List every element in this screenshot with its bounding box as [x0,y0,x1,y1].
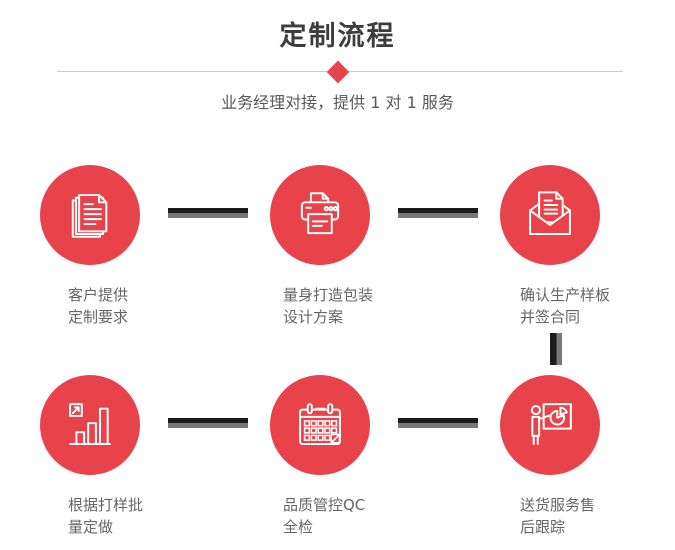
step-label-line: 送货服务售 [520,496,596,514]
step-circle-6 [500,375,600,475]
step-label-3: 确认生产样板 并签合同 [520,284,610,328]
documents-stack-icon [71,194,108,238]
diamond-icon [326,60,350,84]
step-label-5: 品质管控QC 全检 [283,494,365,538]
step-label-line: 根据打样批 [68,496,144,514]
step-label-line: 量身打造包装 [283,286,374,304]
step-label-2: 量身打造包装 设计方案 [283,284,373,328]
presentation-pie-icon [530,403,572,446]
connector-horizontal-step1-step2 [168,208,248,218]
step-label-line: 量定做 [68,518,114,536]
step-label-line: 并签合同 [520,308,581,326]
step-label-line: 品质管控QC [283,496,366,514]
bar-chart-growth-icon [69,403,111,446]
step-circle-1 [40,165,140,265]
connector-vertical-step3-step6 [550,333,562,365]
step-circle-5 [270,375,370,475]
envelope-letter-icon [529,191,571,236]
connector-horizontal-step2-step3 [398,208,478,218]
step-circle-3 [500,165,600,265]
step-label-1: 客户提供 定制要求 [68,284,128,328]
step-label-line: 后跟踪 [520,518,566,536]
calendar-icon [299,403,341,446]
connector-horizontal-step4-step5 [168,418,248,428]
step-label-line: 客户提供 [68,286,129,304]
step-circle-4 [40,375,140,475]
connector-horizontal-step5-step6 [398,418,478,428]
step-label-line: 设计方案 [283,308,344,326]
step-label-6: 送货服务售 后跟踪 [520,494,595,538]
step-circle-2 [270,165,370,265]
page-title: 定制流程 [279,21,396,52]
step-label-4: 根据打样批 量定做 [68,494,143,538]
step-label-line: 全检 [283,518,314,536]
printer-icon [300,192,340,235]
subtitle: 业务经理对接，提供 1 对 1 服务 [221,93,454,112]
step-label-line: 确认生产样板 [520,286,611,304]
step-label-line: 定制要求 [68,308,129,326]
